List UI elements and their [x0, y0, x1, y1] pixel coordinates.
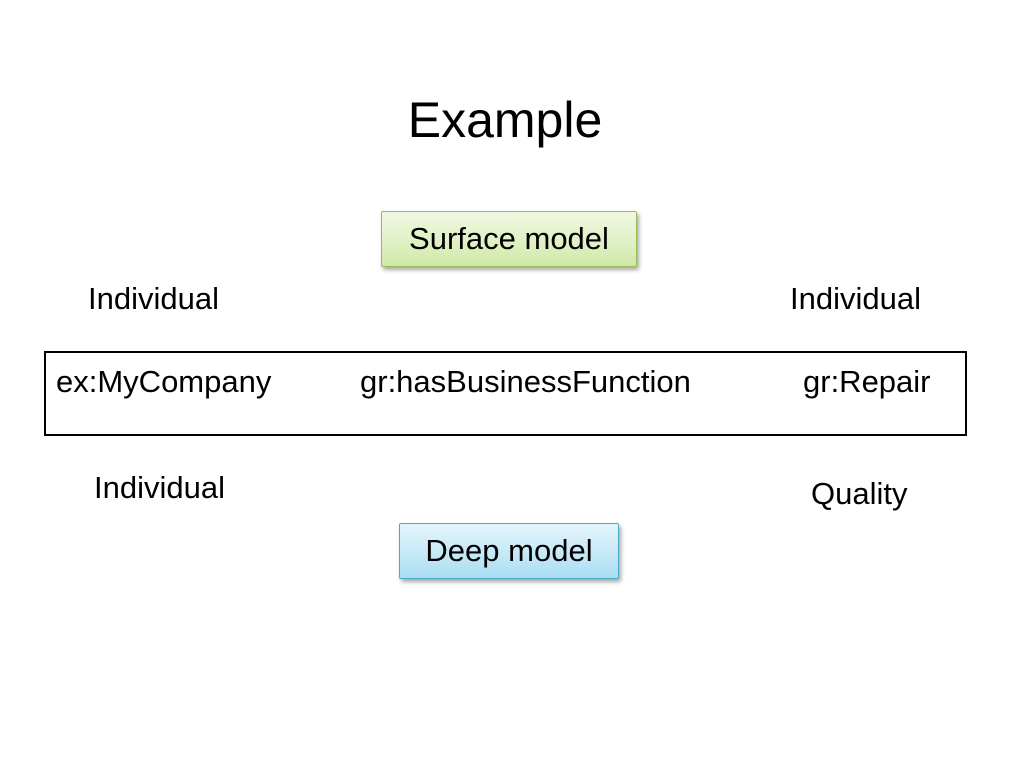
surface-object-type-label: Individual — [790, 281, 921, 316]
surface-model-box: Surface model — [381, 211, 637, 267]
deep-model-box: Deep model — [399, 523, 619, 579]
deep-object-type-label: Quality — [811, 476, 908, 511]
surface-subject-type-label: Individual — [88, 281, 219, 316]
triple-subject: ex:MyCompany — [56, 364, 272, 399]
deep-subject-type-label: Individual — [94, 470, 225, 505]
triple-object: gr:Repair — [803, 364, 931, 399]
triple-box — [44, 351, 967, 436]
slide-title: Example — [407, 92, 603, 148]
triple-predicate: gr:hasBusinessFunction — [360, 364, 691, 399]
